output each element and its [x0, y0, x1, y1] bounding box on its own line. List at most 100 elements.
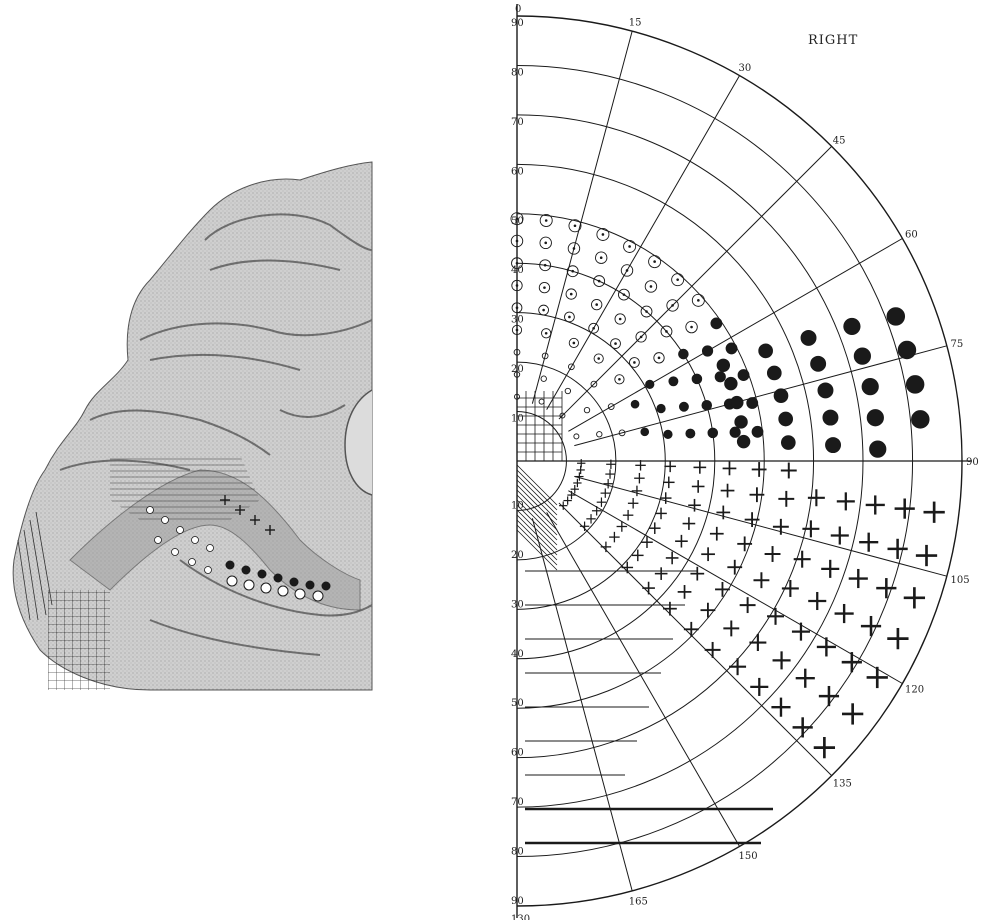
filled-dot-mark	[725, 377, 737, 389]
ecc-label-lower: 10	[511, 500, 524, 511]
filled-dot-mark	[826, 438, 841, 453]
meridian-label: 120	[905, 685, 924, 696]
open-circle-mark	[541, 376, 546, 381]
filled-dot-mark	[669, 377, 678, 386]
diagonal-hatch	[517, 510, 557, 550]
meridian-label: 75	[950, 339, 963, 350]
dotted-circle-center	[628, 245, 631, 248]
meridian-label: 90	[966, 457, 979, 468]
filled-dot-mark	[779, 412, 793, 426]
ecc-label-upper: 20	[511, 364, 524, 375]
dotted-circle-center	[573, 342, 576, 345]
dotted-circle-center	[544, 242, 547, 245]
filled-dot-mark	[818, 383, 833, 398]
open-circle-mark	[574, 434, 579, 439]
filled-dot-mark	[870, 441, 886, 457]
filled-dot-mark	[854, 348, 870, 364]
chart-title: RIGHT	[808, 33, 858, 48]
dotted-circle-center	[618, 378, 621, 381]
ecc-label-lower: 80	[511, 847, 524, 858]
dotted-circle-center	[653, 260, 656, 263]
filled-dot-mark	[844, 318, 860, 334]
meridian-label: 45	[833, 135, 846, 146]
field-grid	[517, 4, 972, 918]
ecc-label-upper: 30	[511, 315, 524, 326]
filled-dot-mark	[735, 416, 747, 428]
filled-dot-mark	[715, 372, 725, 382]
filled-dot-mark	[811, 356, 826, 371]
filled-dot-mark	[737, 435, 749, 447]
ecc-label-upper: 70	[511, 117, 524, 128]
filled-dot-mark	[717, 359, 729, 371]
dotted-circle-center	[542, 309, 545, 312]
filled-dot-mark	[912, 411, 930, 429]
filled-dot-mark	[759, 344, 773, 358]
ecc-label-upper: 60	[511, 166, 524, 177]
dotted-circle-center	[602, 233, 605, 236]
ecc-label-lower: 20	[511, 550, 524, 561]
dotted-circle-center	[690, 326, 693, 329]
bottom-label: 130	[511, 914, 530, 920]
dotted-circle-center	[676, 278, 679, 281]
filled-dot-mark	[774, 389, 788, 403]
filled-dot-mark	[767, 366, 781, 380]
dotted-circle-center	[614, 342, 617, 345]
ecc-label-lower: 50	[511, 698, 524, 709]
dotted-circle-center	[597, 357, 600, 360]
dotted-circle-center	[619, 318, 622, 321]
top-zero-label: 0	[515, 4, 521, 15]
ecc-label-lower: 60	[511, 748, 524, 759]
dotted-circle-center	[568, 316, 571, 319]
dotted-circle-center	[658, 357, 661, 360]
filled-dot-mark	[867, 410, 883, 426]
filled-dot-mark	[823, 410, 838, 425]
meridian-label: 150	[739, 851, 758, 862]
ecc-label-upper: 40	[511, 265, 524, 276]
filled-dot-mark	[781, 436, 795, 450]
dotted-circle-center	[697, 299, 700, 302]
filled-dot-mark	[686, 429, 695, 438]
meridian-label: 165	[629, 896, 648, 907]
filled-dot-mark	[664, 430, 672, 438]
dotted-circle-center	[574, 224, 577, 227]
ecc-label-upper: 80	[511, 67, 524, 78]
ecc-label-upper: 10	[511, 414, 524, 425]
field-zones	[511, 213, 945, 843]
meridian-label: 30	[739, 63, 752, 74]
filled-dot-mark	[730, 427, 740, 437]
ecc-label-lower: 30	[511, 599, 524, 610]
ecc-label-lower: 70	[511, 797, 524, 808]
dotted-circle-center	[570, 293, 573, 296]
dotted-circle-center	[545, 219, 548, 222]
dotted-circle-center	[650, 285, 653, 288]
open-circle-mark	[539, 399, 544, 404]
filled-dot-mark	[631, 400, 639, 408]
meridian-label: 60	[905, 230, 918, 241]
filled-dot-mark	[679, 402, 688, 411]
diagonal-hatch	[517, 465, 557, 505]
open-circle-mark	[584, 407, 589, 412]
dotted-circle-center	[543, 286, 546, 289]
dotted-circle-center	[545, 332, 548, 335]
filled-dot-mark	[641, 428, 649, 436]
meridian-label: 135	[833, 779, 852, 790]
open-circle-mark	[565, 388, 570, 393]
open-circle-mark	[597, 432, 602, 437]
ecc-label-upper: 50	[511, 216, 524, 227]
ecc-label-lower: 40	[511, 649, 524, 660]
filled-dot-mark	[906, 376, 924, 394]
ecc-label-upper: 90	[511, 18, 524, 29]
dotted-circle-center	[633, 361, 636, 364]
dotted-circle-center	[600, 256, 603, 259]
filled-dot-mark	[657, 404, 665, 412]
filled-dot-mark	[801, 330, 816, 345]
meridian-label: 105	[950, 575, 969, 586]
ecc-label-lower: 90	[511, 896, 524, 907]
meridian-label: 15	[629, 18, 642, 29]
filled-dot-mark	[862, 378, 878, 394]
filled-dot-mark	[887, 308, 905, 326]
dotted-circle-center	[595, 303, 598, 306]
filled-dot-mark	[752, 426, 763, 437]
